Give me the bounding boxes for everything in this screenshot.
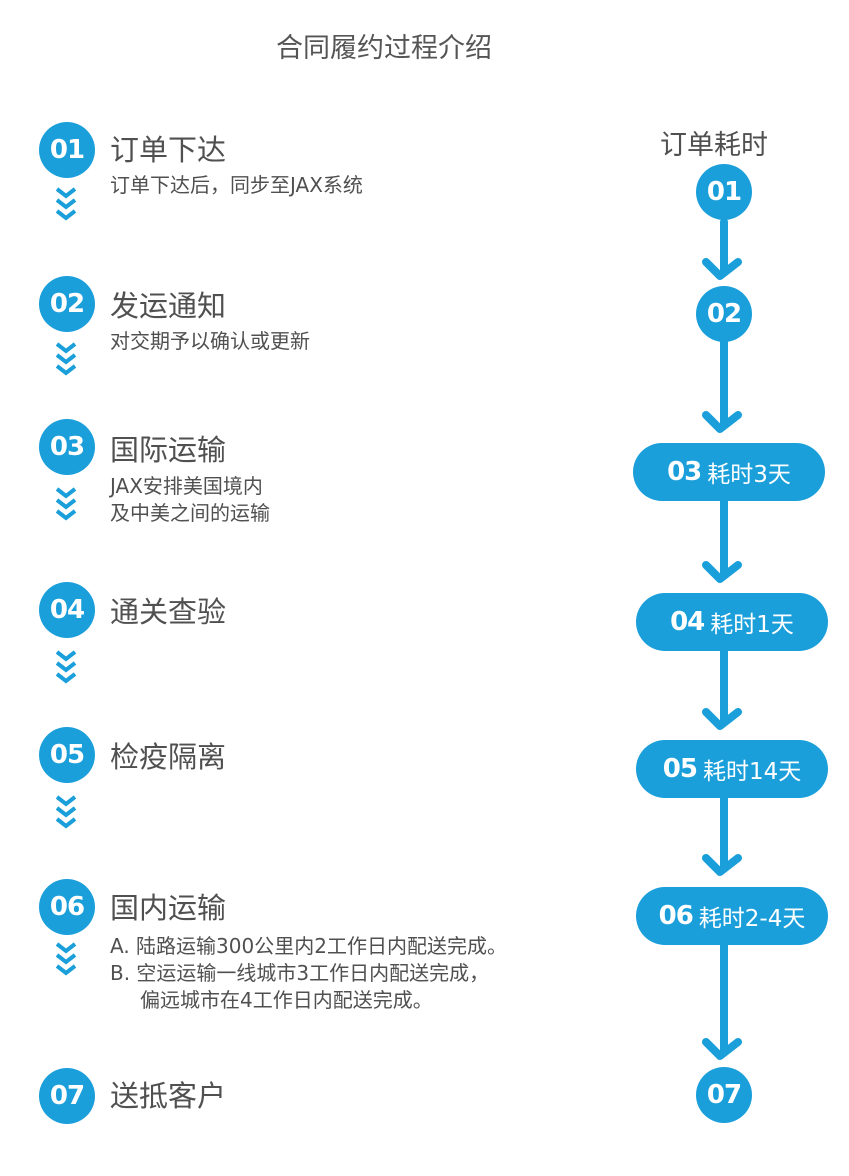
step-title: 检疫隔离 (110, 740, 227, 774)
step-description: 对交期予以确认或更新 (110, 328, 310, 355)
step-description-line: 对交期予以确认或更新 (110, 329, 310, 353)
step-description-line: B. 空运运输一线城市3工作日内配送完成， (110, 961, 490, 985)
step-number-badge: 03 (39, 419, 95, 475)
timeline-node-number: 03 (667, 457, 702, 487)
step-number-badge: 06 (39, 879, 95, 935)
timeline-duration: 耗时14天 (702, 759, 802, 785)
chevron-down-icon (55, 187, 77, 221)
timeline-arrow-3 (702, 561, 742, 583)
timeline-duration-pill: 03 耗时3天 (633, 443, 825, 501)
timeline-node: 07 (696, 1067, 752, 1123)
timeline-duration: 耗时1天 (710, 612, 794, 638)
timeline-node: 02 (696, 286, 752, 342)
timeline-arrow-2 (702, 411, 742, 433)
step-number-badge: 02 (39, 276, 95, 332)
timeline-arrow-5 (702, 854, 742, 876)
step-title: 发运通知 (110, 289, 227, 323)
step-title: 通关查验 (110, 595, 227, 629)
timeline-node: 01 (696, 164, 752, 220)
step-description-line: A. 陆路运输300公里内2工作日内配送完成。 (110, 934, 507, 958)
step-title: 国内运输 (110, 891, 227, 925)
chevron-down-icon (55, 650, 77, 684)
timeline-duration: 耗时3天 (707, 462, 791, 488)
step-description: A. 陆路运输300公里内2工作日内配送完成。 B. 空运运输一线城市3工作日内… (110, 933, 507, 1014)
timeline-node-number: 05 (662, 754, 698, 784)
chevron-down-icon (55, 795, 77, 829)
step-description-line: 及中美之间的运输 (110, 501, 270, 525)
step-title: 送抵客户 (110, 1079, 227, 1113)
timeline-duration: 耗时2-4天 (698, 906, 806, 932)
step-description: JAX安排美国境内 及中美之间的运输 (110, 473, 270, 527)
step-title: 国际运输 (110, 433, 227, 467)
step-description-line: JAX安排美国境内 (110, 474, 263, 498)
timeline-arrow-4 (702, 708, 742, 730)
page-title: 合同履约过程介绍 (276, 33, 492, 64)
step-number-badge: 04 (39, 582, 95, 638)
chevron-down-icon (55, 942, 77, 976)
timeline-heading: 订单耗时 (660, 130, 768, 161)
step-description-line: 订单下达后，同步至JAX系统 (110, 173, 363, 197)
timeline-node-number: 06 (658, 901, 694, 931)
step-description-line: 偏远城市在4工作日内配送完成。 (140, 988, 433, 1012)
timeline-duration-pill: 06 耗时2-4天 (636, 887, 828, 945)
timeline-arrow-6 (702, 1038, 742, 1060)
step-number-badge: 07 (39, 1068, 95, 1124)
step-number-badge: 05 (39, 727, 95, 783)
chevron-down-icon (55, 487, 77, 521)
timeline-node-number: 04 (670, 607, 705, 637)
chevron-down-icon (55, 342, 77, 376)
timeline-duration-pill: 04 耗时1天 (636, 593, 828, 651)
step-description: 订单下达后，同步至JAX系统 (110, 172, 363, 199)
step-number-badge: 01 (39, 122, 95, 178)
step-title: 订单下达 (110, 133, 227, 167)
timeline-duration-pill: 05 耗时14天 (636, 740, 828, 798)
timeline-arrow-1 (702, 258, 742, 280)
